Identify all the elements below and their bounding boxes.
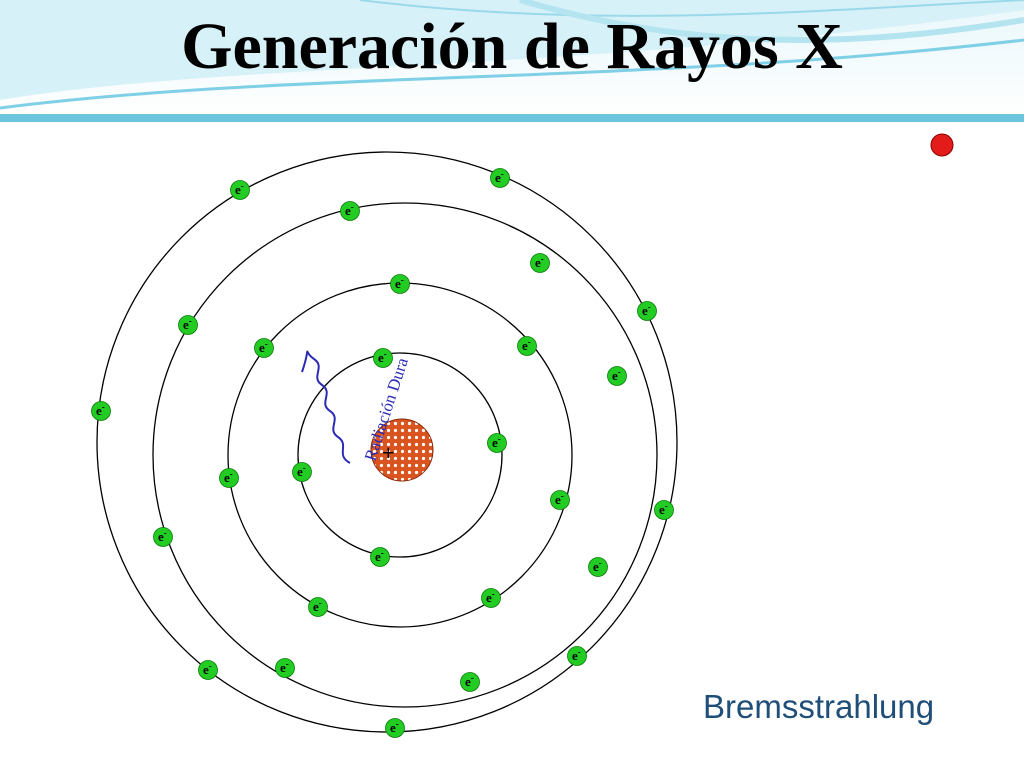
electron: e- bbox=[340, 201, 360, 221]
electron-label: e- bbox=[486, 589, 495, 605]
electron-circle bbox=[588, 557, 608, 577]
electron: e- bbox=[275, 658, 295, 678]
electron: e- bbox=[460, 672, 480, 692]
electron-label: e- bbox=[224, 469, 233, 485]
electron: e- bbox=[530, 253, 550, 273]
electron-label: e- bbox=[297, 463, 306, 479]
electron-label: e- bbox=[522, 337, 531, 353]
electron-label: e- bbox=[659, 501, 668, 517]
electron-label: e- bbox=[158, 528, 167, 544]
electron-circle bbox=[178, 315, 198, 335]
electron-label: e- bbox=[572, 647, 581, 663]
electron-label: e- bbox=[183, 316, 192, 332]
electron: e- bbox=[481, 588, 501, 608]
electron-circle bbox=[308, 597, 328, 617]
electron-circle bbox=[340, 201, 360, 221]
orbit-ring-3 bbox=[152, 202, 658, 708]
electron-label: e- bbox=[395, 275, 404, 291]
electron-circle bbox=[550, 490, 570, 510]
electron-circle bbox=[490, 168, 510, 188]
electron-circle bbox=[373, 348, 393, 368]
electron: e- bbox=[91, 401, 111, 421]
electron-label: e- bbox=[96, 402, 105, 418]
electron: e- bbox=[654, 500, 674, 520]
electron-label: e- bbox=[535, 254, 544, 270]
electron: e- bbox=[153, 527, 173, 547]
electron-circle bbox=[460, 672, 480, 692]
electron-label: e- bbox=[642, 302, 651, 318]
electron: e- bbox=[254, 338, 274, 358]
electron-label: e- bbox=[390, 719, 399, 735]
electron-label: e- bbox=[593, 558, 602, 574]
electron-label: e- bbox=[492, 434, 501, 450]
electron: e- bbox=[292, 462, 312, 482]
electron-label: e- bbox=[345, 202, 354, 218]
electron-circle bbox=[254, 338, 274, 358]
electron: e- bbox=[490, 168, 510, 188]
electron-label: e- bbox=[495, 169, 504, 185]
electron: e- bbox=[390, 274, 410, 294]
electron-label: e- bbox=[378, 349, 387, 365]
electron-circle bbox=[481, 588, 501, 608]
electron-circle bbox=[230, 180, 250, 200]
electron: e- bbox=[370, 547, 390, 567]
electron-circle bbox=[370, 547, 390, 567]
electron: e- bbox=[178, 315, 198, 335]
electron-circle bbox=[219, 468, 239, 488]
electron-label: e- bbox=[612, 367, 621, 383]
electron: e- bbox=[607, 366, 627, 386]
electron-circle bbox=[530, 253, 550, 273]
electron-label: e- bbox=[280, 659, 289, 675]
radiation-wave bbox=[301, 350, 351, 464]
electron-label: e- bbox=[313, 598, 322, 614]
electron: e- bbox=[219, 468, 239, 488]
electron-circle bbox=[654, 500, 674, 520]
electron: e- bbox=[517, 336, 537, 356]
electron-label: e- bbox=[555, 491, 564, 507]
electron-circle bbox=[275, 658, 295, 678]
electron: e- bbox=[385, 718, 405, 738]
electron: e- bbox=[308, 597, 328, 617]
electron-circle bbox=[91, 401, 111, 421]
slide-title: Generación de Rayos X bbox=[181, 10, 843, 83]
electron: e- bbox=[230, 180, 250, 200]
electron-circle bbox=[487, 433, 507, 453]
bremsstrahlung-caption: Bremsstrahlung bbox=[703, 688, 935, 725]
electron-label: e- bbox=[259, 339, 268, 355]
electron-label: e- bbox=[375, 548, 384, 564]
orbit-ring-1 bbox=[297, 352, 503, 558]
electron-circle bbox=[637, 301, 657, 321]
electron-circle bbox=[517, 336, 537, 356]
electron: e- bbox=[487, 433, 507, 453]
electron: e- bbox=[198, 660, 218, 680]
electron-label: e- bbox=[203, 661, 212, 677]
electron-circle bbox=[390, 274, 410, 294]
electron-circle bbox=[567, 646, 587, 666]
electron: e- bbox=[550, 490, 570, 510]
electron-label: e- bbox=[465, 673, 474, 689]
electron-circle bbox=[153, 527, 173, 547]
electron-label: e- bbox=[235, 181, 244, 197]
header-decoration bbox=[0, 0, 1024, 122]
incoming-electron-indicator bbox=[930, 133, 954, 157]
electron-circle bbox=[607, 366, 627, 386]
electron: e- bbox=[567, 646, 587, 666]
electron-circle bbox=[292, 462, 312, 482]
electron: e- bbox=[373, 348, 393, 368]
electron: e- bbox=[637, 301, 657, 321]
electron-circle bbox=[198, 660, 218, 680]
electron-circle bbox=[385, 718, 405, 738]
electron: e- bbox=[588, 557, 608, 577]
nucleus bbox=[370, 418, 434, 482]
nucleus-charge: + bbox=[382, 440, 395, 465]
